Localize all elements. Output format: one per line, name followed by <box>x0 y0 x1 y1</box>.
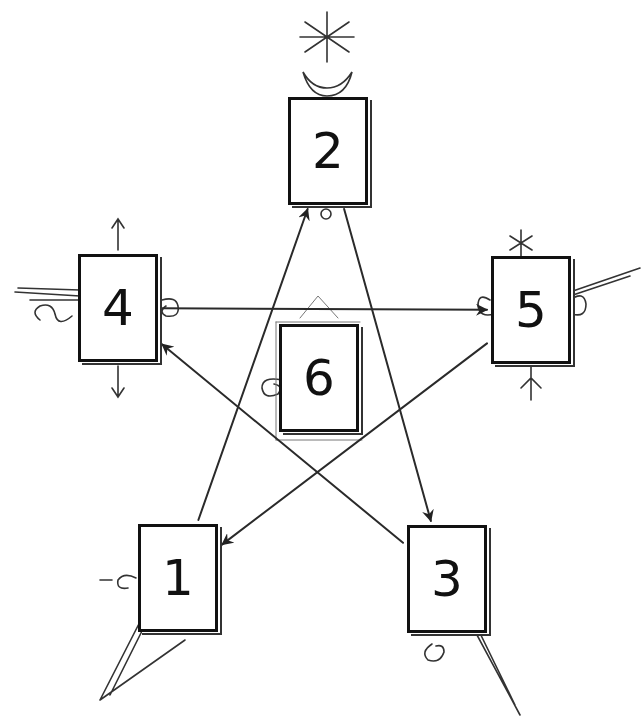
tarot-card: 5 <box>491 256 571 364</box>
card-number: 6 <box>303 353 335 403</box>
tarot-card: 3 <box>407 525 487 633</box>
tarot-card: 6 <box>279 324 359 432</box>
card-number: 3 <box>431 554 463 604</box>
tarot-card: 1 <box>138 524 218 632</box>
card-number: 4 <box>102 283 134 333</box>
card-number: 2 <box>312 126 344 176</box>
pentagram-line <box>162 308 487 310</box>
tarot-card: 4 <box>78 254 158 362</box>
tarot-card: 2 <box>288 97 368 205</box>
card-number: 1 <box>162 553 194 603</box>
card-number: 5 <box>515 285 547 335</box>
